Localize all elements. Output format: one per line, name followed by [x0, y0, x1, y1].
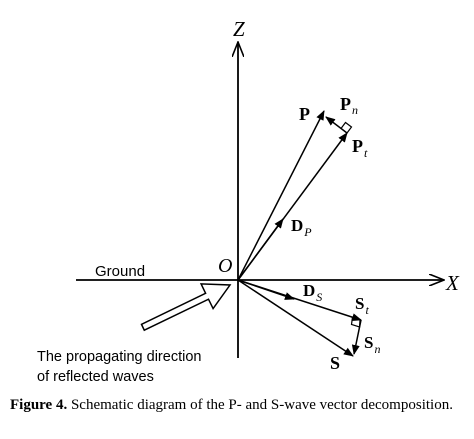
s-label: S — [330, 353, 340, 373]
pn-vector — [325, 116, 348, 134]
sn-right-angle-marker — [350, 316, 361, 328]
st-label: St — [355, 294, 369, 317]
ds-vector — [237, 279, 295, 300]
pn-label: Pn — [340, 94, 358, 117]
propagation-direction-arrow — [140, 283, 232, 332]
origin-label: O — [218, 255, 232, 277]
x-axis-label: X — [445, 271, 460, 295]
z-axis-label: Z — [233, 17, 245, 41]
caption-text: Schematic diagram of the P- and S-wave v… — [70, 397, 453, 413]
dp-vector — [237, 218, 284, 281]
propagation-label-line2: of reflected waves — [37, 369, 154, 385]
caption-figure-label: Figure 4. — [10, 397, 68, 413]
p-label: P — [299, 104, 310, 124]
pn-right-angle-marker — [340, 121, 353, 134]
propagation-label-line1: The propagating direction — [37, 349, 201, 365]
sn-label: Sn — [364, 333, 380, 356]
p-vector — [237, 110, 325, 281]
s-vector — [237, 279, 354, 357]
figure-caption: Figure 4. Schematic diagram of the P- an… — [10, 396, 460, 415]
ground-label: Ground — [95, 263, 145, 280]
dp-label: DP — [291, 216, 312, 239]
ds-label: DS — [303, 281, 322, 304]
pt-label: Pt — [352, 136, 368, 160]
